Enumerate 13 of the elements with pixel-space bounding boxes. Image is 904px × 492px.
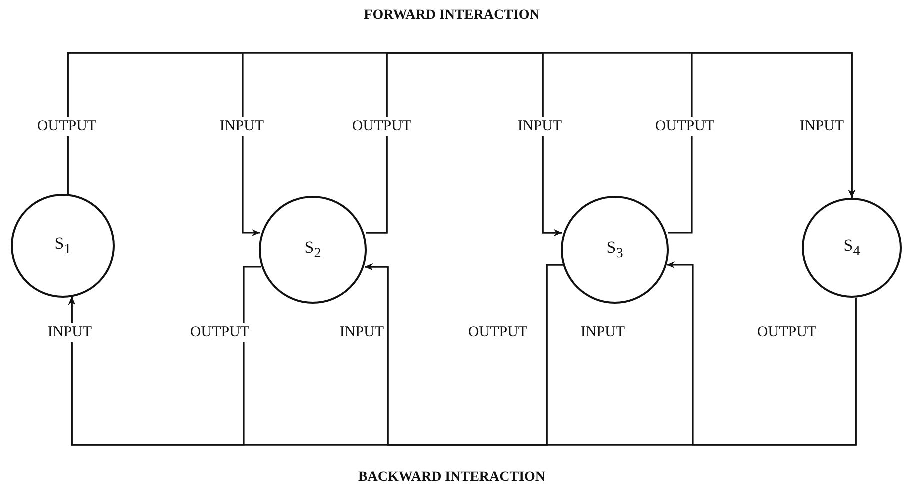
port-label: INPUT <box>46 324 94 342</box>
port-label: INPUT <box>516 118 564 136</box>
node-label: S$_{2}$ <box>304 238 322 262</box>
node-label: S$_{4}$ <box>844 236 860 260</box>
arrow <box>668 52 856 234</box>
port-label: INPUT <box>218 118 266 136</box>
node-label: S$_{1}$ <box>54 234 72 258</box>
arrow <box>68 266 261 446</box>
node-label: S$_{3}$ <box>606 238 624 262</box>
port-label: OUTPUT <box>350 118 414 136</box>
port-label: OUTPUT <box>653 118 717 136</box>
port-label: OUTPUT <box>188 324 252 342</box>
port-label: OUTPUT <box>35 118 99 136</box>
